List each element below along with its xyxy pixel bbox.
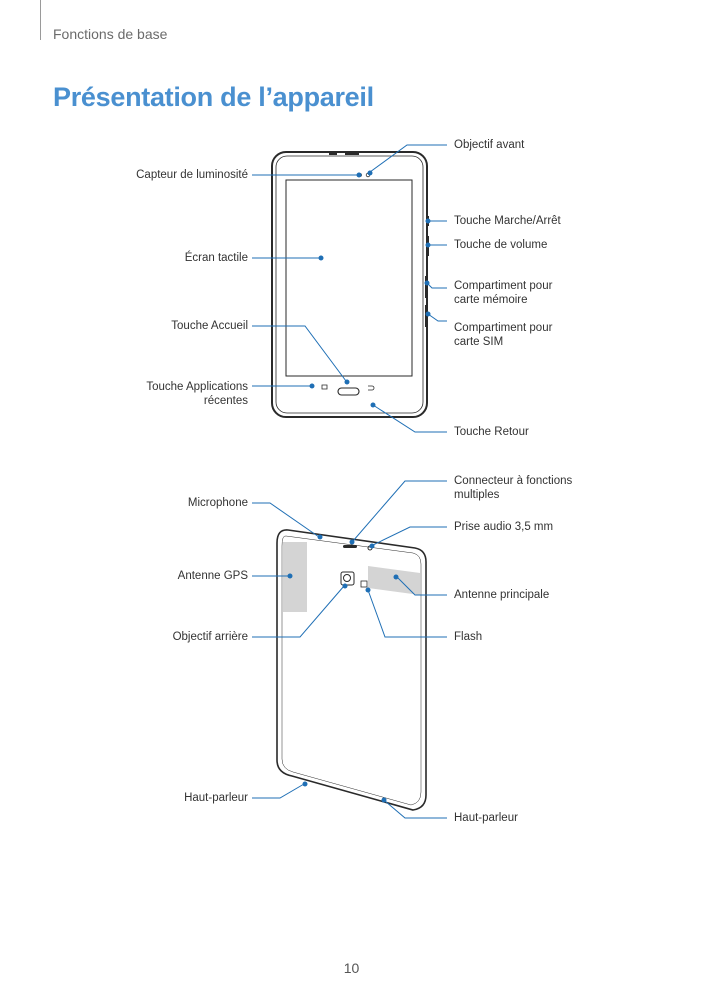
margin-rule (40, 0, 41, 40)
rear-callout-dots (287, 534, 399, 803)
dot-speaker-right (381, 797, 387, 803)
front-top-slot-2 (345, 153, 359, 155)
callout-line-front-camera (369, 144, 447, 173)
label-touchscreen: Écran tactile (184, 252, 248, 264)
label-home-key: Touche Accueil (171, 320, 248, 332)
label-sim-slot: Compartiment pour carte SIM (454, 321, 552, 349)
label-sim-slot-line2: carte SIM (454, 336, 504, 348)
label-memory-slot-line1: Compartiment pour (454, 280, 553, 292)
label-volume-key: Touche de volume (454, 239, 548, 251)
front-callouts (252, 144, 447, 433)
dot-rear-camera (342, 583, 348, 589)
label-rear-camera: Objectif arrière (172, 631, 248, 643)
dot-back-key (370, 402, 376, 408)
dot-front-camera (367, 170, 373, 176)
callout-line-microphone (252, 502, 320, 538)
label-speaker-right: Haut-parleur (454, 812, 518, 824)
callout-line-speaker-left (252, 783, 305, 799)
callout-line-multipurpose-jack (352, 480, 447, 542)
label-power-key: Touche Marche/Arrêt (454, 215, 561, 227)
front-top-slot-1 (329, 153, 337, 155)
label-memory-slot-line2: carte mémoire (454, 294, 528, 306)
label-light-sensor: Capteur de luminosité (136, 169, 248, 181)
dot-multipurpose-jack (349, 539, 355, 545)
dot-main-antenna (393, 574, 399, 580)
callout-line-main-antenna (396, 576, 447, 596)
home-key-shape (337, 387, 360, 396)
page-number: 10 (343, 960, 360, 976)
section-title: Fonctions de base (53, 26, 168, 42)
label-multipurpose-jack: Connecteur à fonctions multiples (454, 474, 572, 502)
label-main-antenna: Antenne principale (454, 589, 550, 601)
callout-line-audio-jack (372, 526, 447, 546)
callout-line-home-key (252, 325, 347, 382)
rear-camera-module (340, 571, 355, 586)
front-device (271, 151, 429, 418)
callout-line-speaker-right (384, 800, 447, 819)
dot-sim-slot (425, 311, 431, 317)
callout-line-sim-slot (427, 313, 447, 322)
label-front-camera: Objectif avant (454, 139, 525, 151)
label-speaker-left: Haut-parleur (184, 792, 248, 804)
front-display (285, 179, 413, 377)
dot-home-key (344, 379, 350, 385)
callout-line-rear-camera (252, 585, 345, 638)
dot-light-sensor (356, 172, 362, 178)
flash-shape (360, 580, 368, 588)
back-key-shape (368, 385, 375, 391)
dot-audio-jack (369, 543, 375, 549)
label-microphone: Microphone (187, 497, 248, 509)
dot-speaker-left (302, 781, 308, 787)
label-multipurpose-jack-line1: Connecteur à fonctions (454, 475, 573, 487)
memory-slot-shape (425, 276, 428, 298)
recent-apps-key-shape (321, 384, 328, 390)
dot-microphone (317, 534, 323, 540)
dot-gps-antenna (287, 573, 293, 579)
rear-camera-lens (343, 574, 351, 582)
dot-memory-slot (424, 280, 430, 286)
label-multipurpose-jack-line2: multiples (454, 489, 500, 501)
front-device-body (271, 151, 428, 418)
label-sim-slot-line1: Compartiment pour (454, 322, 553, 334)
front-callout-dots (309, 170, 431, 408)
label-back-key: Touche Retour (454, 426, 529, 438)
rear-device-body (276, 529, 427, 811)
dot-volume-key (425, 242, 431, 248)
multipurpose-port-shape (343, 545, 357, 548)
label-memory-slot: Compartiment pour carte mémoire (454, 279, 552, 307)
dot-touchscreen (318, 255, 324, 261)
dot-recent-apps (309, 383, 315, 389)
label-recent-apps: Touche Applications récentes (146, 380, 248, 408)
rear-device-inner-edge (281, 535, 422, 806)
main-antenna-area (368, 566, 420, 595)
callout-line-flash (367, 589, 447, 638)
front-device-inner-edge (275, 155, 424, 414)
rear-device (276, 529, 427, 811)
rear-callouts (252, 480, 447, 819)
gps-antenna-area (283, 542, 307, 612)
callout-line-back-key (372, 404, 447, 433)
dot-power-key (425, 218, 431, 224)
page-title: Présentation de l’appareil (53, 82, 374, 112)
label-flash: Flash (454, 631, 483, 643)
label-gps-antenna: Antenne GPS (177, 570, 248, 582)
label-recent-apps-line2: récentes (203, 395, 248, 407)
dot-flash (365, 587, 371, 593)
label-audio-jack: Prise audio 3,5 mm (454, 521, 554, 533)
label-recent-apps-line1: Touche Applications (146, 381, 248, 393)
